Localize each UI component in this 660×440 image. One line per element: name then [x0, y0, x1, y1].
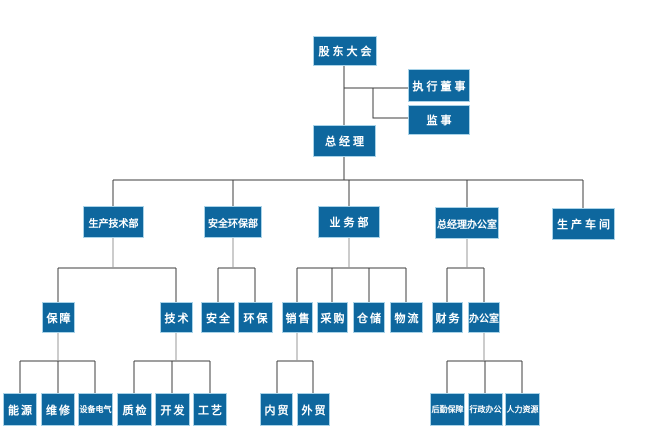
org-node-sales: 销售	[282, 302, 313, 333]
connector-lines-primary	[19, 66, 584, 393]
org-node-production-workshop: 生产车间	[552, 208, 615, 240]
org-node-supervisor: 监事	[408, 105, 470, 135]
org-node-procurement: 采购	[317, 302, 348, 333]
org-node-warehousing: 仓储	[353, 302, 385, 333]
org-node-logistics: 物流	[390, 302, 423, 333]
org-node-energy: 能源	[3, 393, 37, 426]
org-node-safety: 安全	[201, 302, 235, 333]
org-node-domestic-trade: 内贸	[260, 393, 293, 426]
org-node-business-dept: 业务部	[318, 206, 380, 238]
org-node-support: 保障	[42, 302, 75, 333]
org-node-production-tech-dept: 生产技术部	[83, 206, 144, 238]
connector-lines-secondary	[57, 238, 485, 361]
org-node-human-resources: 人力资源	[505, 393, 540, 426]
org-node-quality-inspection: 质检	[117, 393, 152, 426]
org-node-gm-office: 总经理办公室	[435, 207, 499, 239]
org-node-process-craft: 工艺	[193, 393, 227, 426]
org-node-executive-director: 执行董事	[408, 69, 470, 102]
org-node-development: 开发	[155, 393, 190, 426]
org-node-equipment-electrical: 设备电气	[78, 393, 113, 426]
org-node-general-manager: 总经理	[313, 125, 376, 157]
org-node-env-protection: 环保	[238, 302, 273, 333]
org-node-technology: 技术	[160, 302, 193, 333]
org-node-admin-office: 行政办公	[468, 393, 503, 426]
org-node-finance: 财务	[432, 302, 463, 333]
org-node-shareholders: 股东大会	[313, 36, 377, 66]
org-node-maintenance: 维修	[41, 393, 75, 426]
org-node-safety-env-dept: 安全环保部	[204, 206, 262, 238]
org-node-foreign-trade: 外贸	[297, 393, 330, 426]
org-node-logistics-support: 后勤保障	[430, 393, 465, 426]
org-node-office: 办公室	[468, 302, 500, 333]
